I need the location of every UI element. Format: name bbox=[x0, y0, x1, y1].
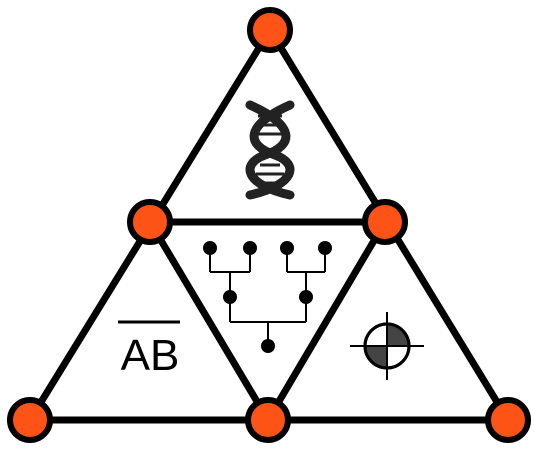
edge-inner-left bbox=[146, 218, 272, 424]
node-bottom-right bbox=[485, 397, 531, 443]
phylogenetic-tree-icon bbox=[203, 241, 332, 353]
overline-ab-label: AB bbox=[118, 320, 180, 380]
node-bottom-left bbox=[7, 397, 53, 443]
node-bottom-center bbox=[245, 397, 291, 443]
crosshair-quadrant-icon bbox=[350, 312, 424, 380]
node-top bbox=[247, 7, 293, 53]
ab-label-text: AB bbox=[121, 331, 180, 380]
edges bbox=[26, 26, 512, 424]
dna-helix-icon bbox=[245, 100, 295, 200]
edge-inner-right bbox=[264, 218, 389, 424]
node-mid-left bbox=[127, 199, 173, 245]
node-mid-right bbox=[362, 199, 408, 245]
nodes bbox=[7, 7, 531, 443]
